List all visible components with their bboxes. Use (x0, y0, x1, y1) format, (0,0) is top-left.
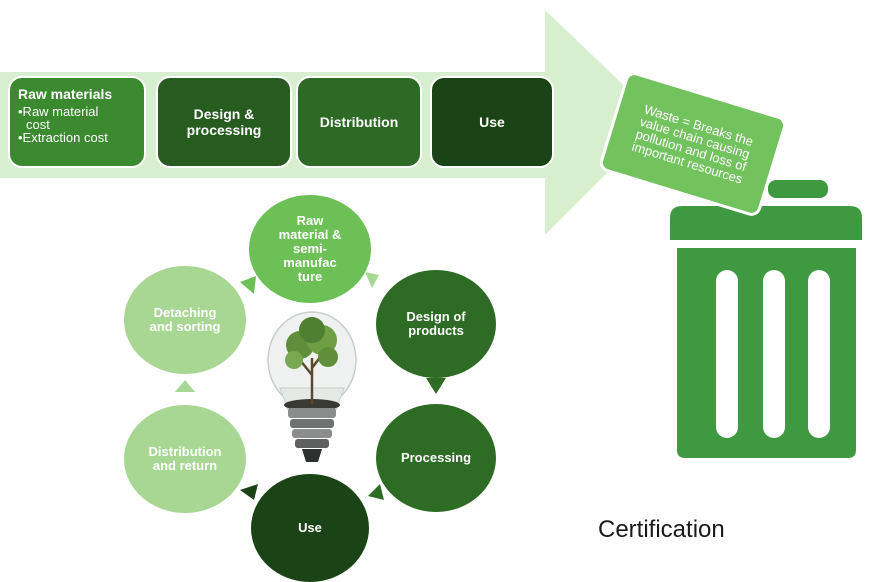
raw-materials-bullet: •Extraction cost (18, 130, 108, 145)
cycle-arrow-icon (368, 484, 384, 500)
raw-materials-bullet: •Raw material (18, 104, 99, 119)
cycle-design-of-products: Design of products (376, 270, 496, 378)
use-box: Use (430, 76, 554, 168)
cycle-detaching-sorting: Detaching and sorting (124, 266, 246, 374)
cycle-distribution-return: Distribution and return (124, 405, 246, 513)
light-bulb-tree-icon (267, 311, 357, 462)
raw-materials-title: Raw materials (18, 86, 113, 102)
trash-bin-icon (670, 180, 862, 458)
distribution-box: Distribution (296, 76, 422, 168)
cycle-raw-material: Raw material & semi-manufac ture (249, 195, 371, 303)
cycle-arrow-icon (426, 378, 446, 394)
raw-materials-bullet: cost (26, 117, 50, 132)
raw-materials-box: Raw materials •Raw material cost •Extrac… (8, 76, 146, 168)
cycle-processing: Processing (376, 404, 496, 512)
cycle-arrow-icon (175, 380, 195, 392)
cycle-use: Use (251, 474, 369, 582)
cycle-arrow-icon (240, 276, 256, 294)
cycle-arrow-icon (240, 484, 258, 500)
cycle-arrow-icon (365, 272, 379, 288)
certification-label: Certification (598, 516, 725, 543)
design-processing-box: Design & processing (156, 76, 292, 168)
